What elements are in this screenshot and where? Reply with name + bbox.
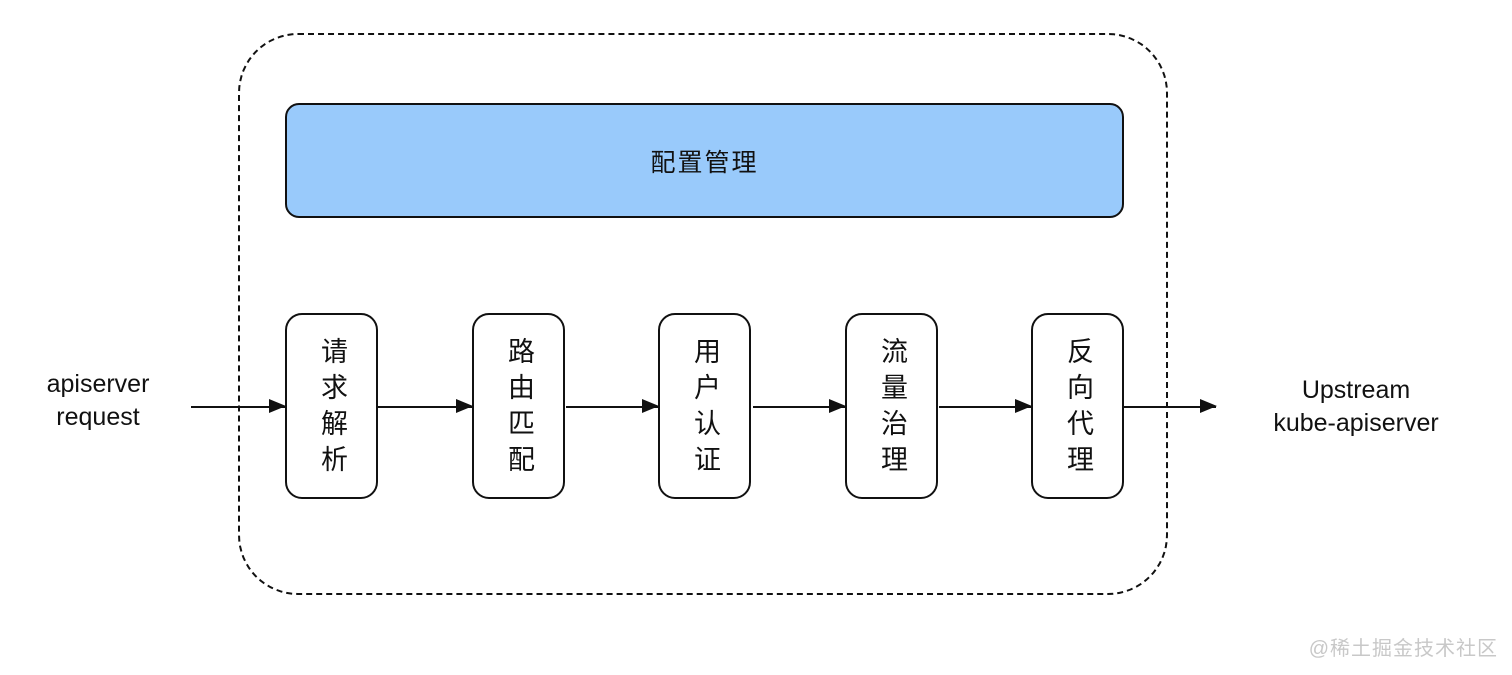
stage-traffic-governance: 流量治理 [845, 313, 938, 499]
stage-user-authentication-label: 用户认证 [690, 337, 720, 481]
stage-reverse-proxy-label: 反向代理 [1063, 337, 1093, 481]
config-management-box: 配置管理 [285, 103, 1124, 218]
stage-reverse-proxy: 反向代理 [1031, 313, 1124, 499]
arrow-inbound-request [191, 399, 286, 413]
stage-request-parsing: 请求解析 [285, 313, 378, 499]
arrow-routing-to-auth [566, 399, 659, 413]
stage-traffic-governance-label: 流量治理 [877, 337, 907, 481]
stage-user-authentication: 用户认证 [658, 313, 751, 499]
proxy-boundary-dashed-container [238, 33, 1168, 595]
target-label-line1: Upstream [1301, 376, 1411, 404]
stage-route-matching-label: 路由匹配 [504, 337, 534, 481]
config-management-label: 配置管理 [650, 148, 759, 177]
target-label-line2: kube-apiserver [1273, 409, 1439, 437]
source-label-apiserver-request: apiserver request [18, 368, 178, 434]
source-label-line1: apiserver [46, 370, 150, 398]
arrow-governance-to-proxy [939, 399, 1032, 413]
target-label-upstream-kube-apiserver: Upstream kube-apiserver [1256, 374, 1456, 440]
watermark-juejin-community: @稀土掘金技术社区 [1308, 638, 1498, 660]
arrow-auth-to-governance [753, 399, 846, 413]
source-label-line2: request [56, 403, 140, 431]
arrow-parsing-to-routing [378, 399, 473, 413]
stage-route-matching: 路由匹配 [472, 313, 565, 499]
stage-request-parsing-label: 请求解析 [317, 337, 347, 481]
arrow-outbound-upstream [1124, 399, 1217, 413]
